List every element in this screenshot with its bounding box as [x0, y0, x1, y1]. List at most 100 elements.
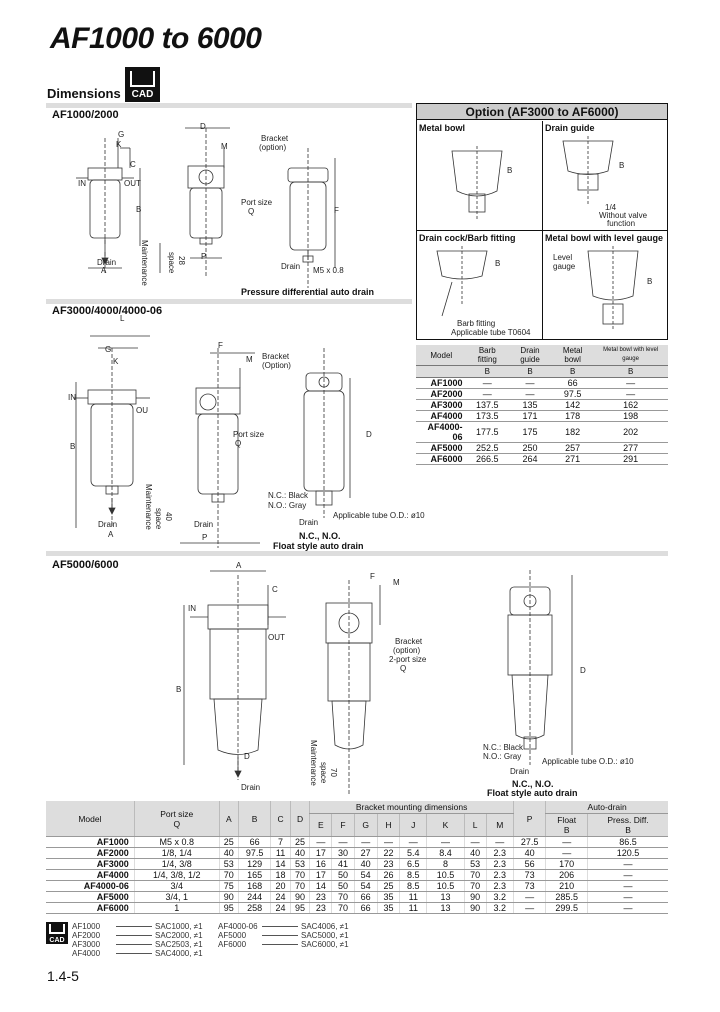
- af3000-space-val: 40: [164, 512, 173, 521]
- af1000-b: B: [136, 205, 142, 214]
- dimensions-table-cell: 53: [289, 858, 310, 870]
- dimensions-table-cell: 95: [218, 902, 239, 914]
- option-title: Option (AF3000 to AF6000): [417, 104, 667, 120]
- cad-list-model: AF1000: [72, 922, 101, 931]
- dimensions-table-model: AF4000-06: [46, 880, 135, 892]
- af5000-space: space: [319, 762, 328, 784]
- dimensions-table-cell: 11: [270, 847, 291, 859]
- option-table-cell: 252.5: [466, 442, 509, 454]
- af5000-drain2: Drain: [510, 767, 530, 776]
- th-press: Press. Diff.B: [587, 813, 668, 837]
- af5000-nc: N.C.: Black: [483, 743, 524, 752]
- th-bracket: Bracket mounting dimensions: [309, 801, 514, 814]
- dimensions-table-cell: 170: [545, 858, 588, 870]
- cad-list-code: SAC2000, ≠1: [155, 931, 203, 940]
- dimensions-table-cell: 10.5: [426, 869, 465, 881]
- dimensions-table-cell: —: [587, 880, 668, 892]
- cad-list-item: AF2000 SAC2000, ≠1: [72, 931, 203, 940]
- af1000-maint: Maintenance: [140, 240, 149, 286]
- dimensions-table-cell: 11: [399, 891, 427, 903]
- dimensions-table-cell: 35: [376, 902, 400, 914]
- cad-list-model: AF3000: [72, 940, 101, 949]
- dimensions-table-cell: 120.5: [587, 847, 668, 859]
- dimensions-table-cell: 25: [218, 836, 239, 848]
- option-table-cell: —: [508, 388, 552, 400]
- af1000-drain2: Drain: [281, 262, 301, 271]
- option-table-model: AF1000: [416, 377, 467, 389]
- dimensions-table-cell: 24: [270, 891, 291, 903]
- af1000-f: F: [334, 206, 339, 215]
- af5000-heading: AF5000/6000: [52, 559, 119, 571]
- dimensions-table-cell: 8.5: [399, 880, 427, 892]
- th-g: G: [353, 813, 378, 837]
- dimensions-table-cell: 70: [289, 869, 310, 881]
- af5000-b: B: [176, 685, 182, 694]
- cad-list-code: SAC4006, ≠1: [301, 922, 349, 931]
- opt-th-model: Model: [416, 345, 467, 366]
- af3000-bracket: Bracket: [262, 352, 290, 361]
- dimensions-table-cell: 27: [353, 847, 378, 859]
- option-table-cell: 266.5: [466, 453, 509, 465]
- af3000-nc: N.C.: Black: [268, 491, 309, 500]
- th-a: A: [218, 801, 239, 837]
- dimensions-table-cell: 299.5: [545, 902, 588, 914]
- af5000-f: F: [370, 572, 375, 581]
- cad-list-leader: [262, 944, 298, 946]
- cad-list-leader: [116, 935, 152, 937]
- af3000-l: L: [120, 314, 125, 323]
- dimensions-table-cell: 8.4: [426, 847, 465, 859]
- dimensions-table-cell: 3.2: [485, 902, 514, 914]
- option-table-model: AF4000: [416, 410, 467, 422]
- af3000-space: space: [154, 508, 163, 530]
- option-table-cell: 178: [551, 410, 594, 422]
- cad-list-leader: [262, 926, 298, 928]
- af1000-port-size: Port size: [241, 198, 273, 207]
- option-table-row: AF2000——97.5—: [416, 388, 668, 400]
- option-table-cell: —: [508, 377, 552, 389]
- opt-th-sub: B: [466, 365, 509, 378]
- dimensions-table-cell: 70: [331, 902, 355, 914]
- af5000-d: D: [244, 752, 250, 761]
- dimensions-table-cell: 40: [353, 858, 378, 870]
- option-table-model: AF4000-06: [416, 421, 467, 443]
- cad-list-model: AF5000: [218, 931, 247, 940]
- option-table-cell: —: [593, 388, 668, 400]
- th-f: F: [331, 813, 355, 837]
- dimensions-table-cell: 23: [309, 902, 332, 914]
- af1000-heading: AF1000/2000: [52, 109, 119, 121]
- dimensions-table-cell: 25: [376, 880, 400, 892]
- opt-th-sub: B: [551, 365, 594, 378]
- th-auto: Auto-drain: [545, 801, 668, 814]
- cad-list-model: AF2000: [72, 931, 101, 940]
- cad-list-item: AF5000 SAC5000, ≠1: [218, 931, 349, 940]
- af1000-drain: Drain: [97, 258, 117, 267]
- cad-list-code: SAC5000, ≠1: [301, 931, 349, 940]
- cad-list-code: SAC1000, ≠1: [155, 922, 203, 931]
- af3000-a: A: [108, 530, 114, 539]
- opt-th-barb: Barb fitting: [466, 345, 509, 366]
- th-l: L: [463, 813, 487, 837]
- dimensions-table-model: AF4000: [46, 869, 135, 881]
- cad-list-leader: [116, 944, 152, 946]
- dimensions-table-cell: 54: [353, 880, 378, 892]
- cad-badge: CAD: [125, 67, 160, 102]
- option-level-gauge: Metal bowl with level gauge Level gauge …: [543, 231, 668, 339]
- dimensions-table-cell: 210: [545, 880, 588, 892]
- dimensions-table-cell: —: [587, 869, 668, 881]
- option-table-cell: 202: [593, 421, 668, 443]
- dimensions-table-cell: 2.3: [485, 880, 514, 892]
- dimensions-table-cell: 66: [237, 836, 271, 848]
- dimensions-table-cell: —: [512, 902, 546, 914]
- dimensions-table-cell: 2.3: [485, 869, 514, 881]
- dimensions-table-cell: 70: [218, 869, 239, 881]
- option-table-cell: 162: [593, 399, 668, 411]
- dimensions-table-cell: 30: [331, 847, 355, 859]
- dimensions-table-cell: 90: [289, 891, 310, 903]
- dimensions-table-cell: —: [545, 836, 588, 848]
